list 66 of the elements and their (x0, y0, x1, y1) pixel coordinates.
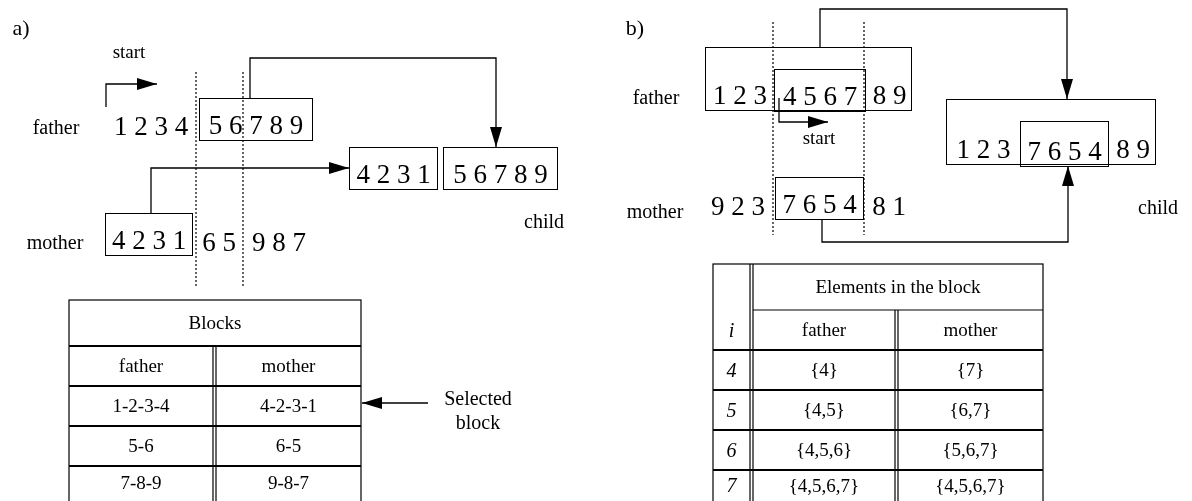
table-text: 7 (726, 475, 737, 496)
table-text: {4,5,6} (795, 440, 853, 460)
chromosome-box (105, 213, 193, 256)
gene-sequence: 9 8 7 (252, 229, 306, 256)
table-text: {7} (956, 360, 985, 380)
panel-label: b) (625, 16, 645, 40)
row-label: mother (626, 200, 684, 222)
table-header: mother (943, 320, 998, 340)
chromosome-box (443, 147, 558, 190)
table-text: {4,5,6,7} (788, 475, 860, 496)
table-header: father (801, 320, 847, 340)
connector-arrow (150, 162, 350, 214)
table-text: 4 (726, 359, 737, 381)
start-label: start (112, 42, 146, 62)
chromosome-box (705, 47, 912, 111)
gene-sequence: 9 2 3 (711, 193, 765, 220)
table-text: {4} (810, 360, 838, 380)
table-text: 1-2-3-4 (112, 396, 170, 416)
gene-sequence: 8 9 (1115, 136, 1151, 163)
gene-sequence: 8 1 (872, 193, 906, 220)
gene-sequence: 5 6 7 8 9 (207, 112, 305, 139)
row-label: father (632, 86, 680, 108)
table-text: {5,6,7} (942, 440, 999, 460)
gene-sequence: 6 5 (202, 229, 236, 256)
gene-sequence: 8 9 (871, 82, 908, 109)
table-text: {4,5} (803, 400, 845, 420)
gene-sequence: 7 6 5 4 (1026, 138, 1103, 165)
table-text: 6-5 (275, 436, 302, 456)
connector-arrow (249, 57, 502, 148)
chromosome-box (349, 147, 438, 190)
connector-arrow (821, 165, 1074, 243)
table-text: {4,5,6,7} (935, 475, 1006, 496)
table-text: 9-8-7 (267, 473, 310, 493)
row-label: child (1138, 196, 1178, 218)
gene-sequence: 5 6 7 8 9 (452, 161, 549, 188)
gene-block-box (1020, 121, 1109, 167)
gene-block-box (774, 69, 866, 112)
table-header: Blocks (188, 313, 242, 333)
gene-sequence: 4 2 3 1 (355, 161, 432, 188)
chromosome-box (199, 98, 313, 141)
table-header: i (728, 319, 735, 341)
table-header: father (118, 356, 164, 376)
table-header: Elements in the block (815, 277, 981, 297)
connector-arrow (361, 397, 429, 409)
row-label: mother (26, 231, 84, 253)
table-text: 4-2-3-1 (260, 396, 317, 416)
gene-sequence: 1 2 3 (955, 136, 1012, 163)
chromosome-box (946, 99, 1156, 165)
chromosome-box (775, 177, 864, 220)
row-label: father (32, 116, 80, 138)
gene-sequence: 4 5 6 7 (781, 83, 859, 110)
gene-sequence: 7 6 5 4 (781, 191, 858, 218)
table-text: 5 (726, 399, 737, 421)
table-text: 7-8-9 (120, 473, 162, 493)
connector-arrow (819, 8, 1073, 100)
start-label: start (802, 128, 836, 148)
panel-label: a) (12, 16, 30, 40)
callout-label: Selected block (428, 382, 528, 438)
gene-sequence: 1 2 3 (712, 82, 768, 109)
gene-sequence: 1 2 3 4 (113, 113, 189, 140)
table-text: 6 (726, 439, 737, 461)
gene-sequence: 4 2 3 1 (110, 227, 188, 254)
table-header: mother (261, 356, 316, 376)
table-text: 5-6 (128, 436, 154, 456)
table-text: {6,7} (949, 400, 992, 420)
row-label: child (524, 210, 564, 232)
